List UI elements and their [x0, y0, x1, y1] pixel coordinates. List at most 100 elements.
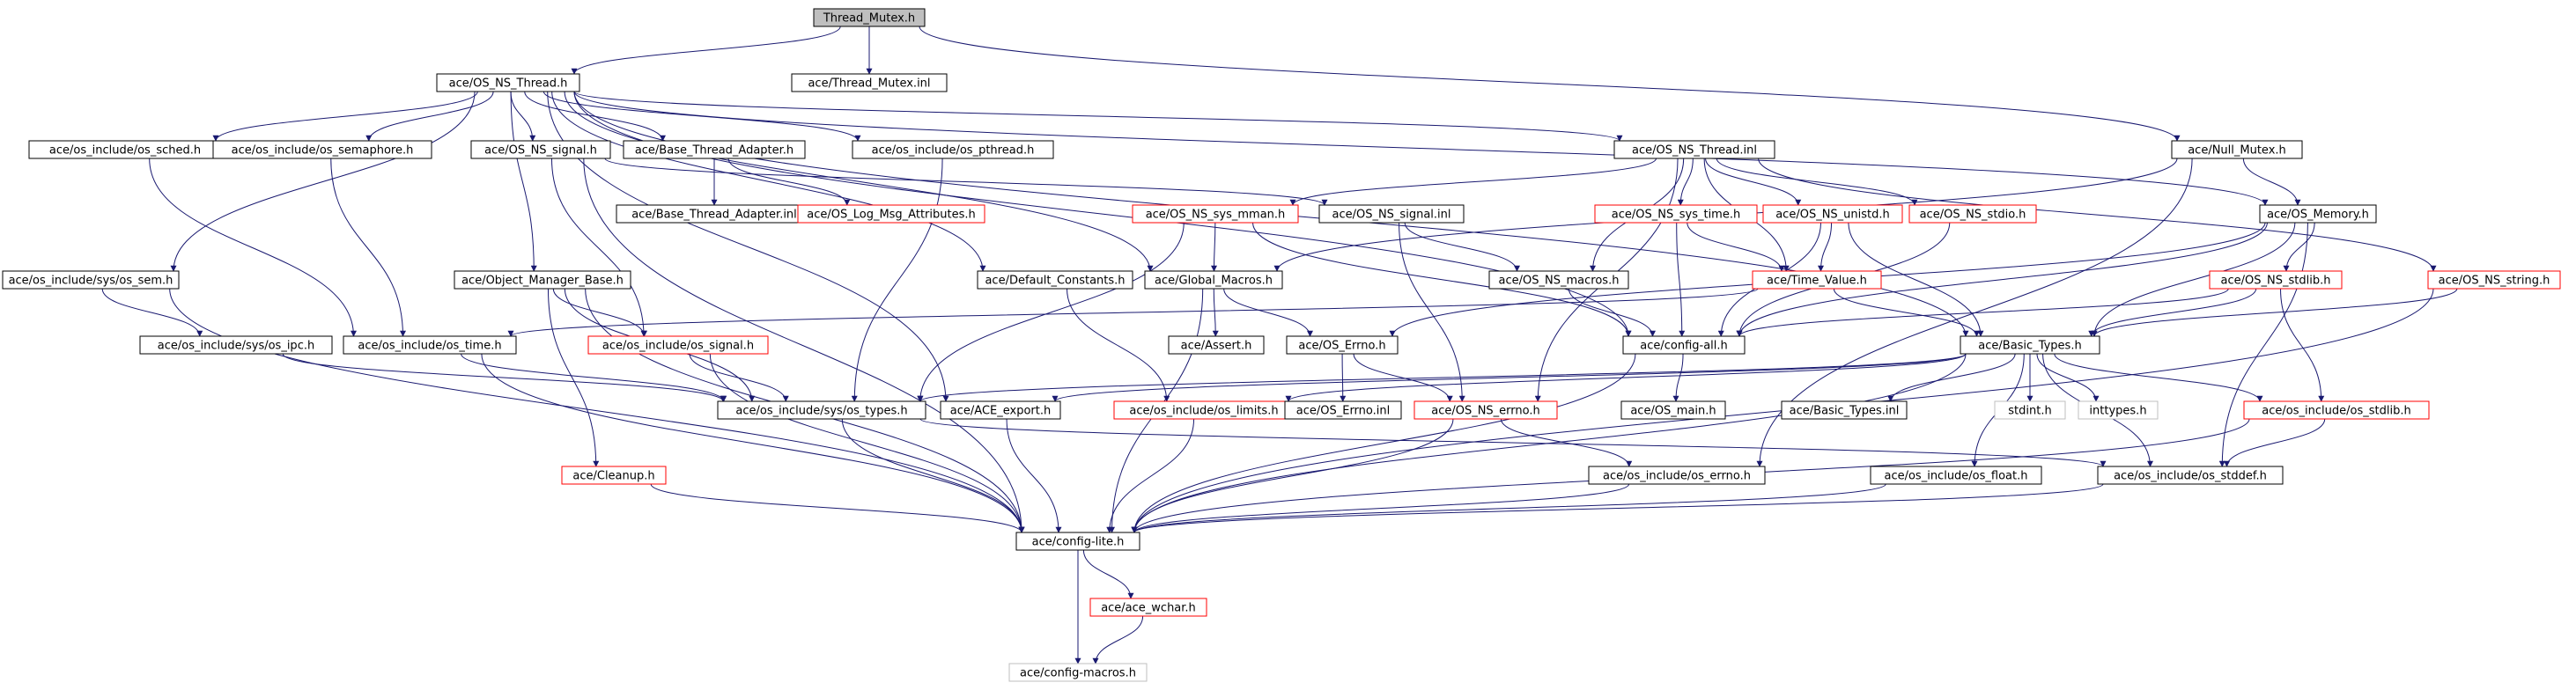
node-label: ace/Null_Mutex.h [2188, 144, 2286, 158]
node-os-sys-types-h[interactable]: ace/os_include/sys/os_types.h [717, 400, 926, 420]
node-thread-mutex-inl[interactable]: ace/Thread_Mutex.inl [791, 73, 948, 92]
node-os-errno-h[interactable]: ace/os_include/os_errno.h [1588, 466, 1766, 485]
node-box [1089, 598, 1207, 617]
edge-os_float_h-to-config_lite_h [1131, 483, 1886, 533]
node-box [1960, 335, 2100, 355]
edge-os_ns_unistd_h-to-basic_types_h [1848, 222, 1984, 337]
node-config-all-h[interactable]: ace/config-all.h [1622, 335, 1746, 355]
node-os-pthread-h[interactable]: ace/os_include/os_pthread.h [852, 140, 1054, 159]
node-os-stdlib-h[interactable]: ace/os_include/os_stdlib.h [2243, 400, 2430, 420]
node-label: ace/Assert.h [1181, 340, 1252, 353]
edge-os_sched_h-to-os_time_h [149, 158, 357, 337]
edge-os_errno_class_h-to-os_errno_inl [1340, 353, 1347, 402]
node-os-ns-macros-h[interactable]: ace/OS_NS_macros.h [1488, 270, 1629, 290]
node-box [813, 8, 926, 27]
node-box [1994, 400, 2066, 420]
node-basic-types-inl[interactable]: ace/Basic_Types.inl [1781, 400, 1908, 420]
edge-os_ns_signal_inl-to-os_ns_errno_h [1399, 222, 1465, 402]
node-label: ace/os_include/os_time.h [358, 340, 501, 353]
edge-os_ns_thread_h-to-os_ns_thread_inl [573, 91, 1623, 142]
node-os-time-h[interactable]: ace/os_include/os_time.h [343, 335, 517, 355]
node-label: Thread_Mutex.h [823, 12, 915, 26]
edge-os_memory_h-to-os_stddef_h [2218, 222, 2308, 467]
node-os-limits-h[interactable]: ace/os_include/os_limits.h [1113, 400, 1295, 420]
edge-os_ns_sys_mman_h-to-config_all_h [1252, 222, 1632, 337]
edge-basic_types_h-to-inttypes_h [2036, 353, 2100, 402]
edge-os_errno_h-to-config_lite_h [1131, 483, 1630, 533]
node-os-ns-errno-h[interactable]: ace/OS_NS_errno.h [1413, 400, 1558, 420]
node-os-log-msg-attributes-h[interactable]: ace/OS_Log_Msg_Attributes.h [797, 204, 985, 224]
node-box [1762, 204, 1903, 224]
node-label: ace/Object_Manager_Base.h [461, 275, 624, 288]
node-label: ace/Basic_Types.inl [1790, 405, 1900, 418]
edge-os_ns_stdlib_h-to-basic_types_h [2088, 288, 2257, 337]
node-os-sys-ipc-h[interactable]: ace/os_include/sys/os_ipc.h [139, 335, 333, 355]
node-box [1168, 335, 1265, 355]
node-ace-wchar-h[interactable]: ace/ace_wchar.h [1089, 598, 1207, 617]
node-default-constants-h[interactable]: ace/Default_Constants.h [977, 270, 1133, 290]
node-os-ns-signal-inl[interactable]: ace/OS_NS_signal.inl [1318, 204, 1465, 224]
node-os-ns-thread-h[interactable]: ace/OS_NS_Thread.h [436, 73, 580, 92]
node-os-sched-h[interactable]: ace/os_include/os_sched.h [28, 140, 222, 159]
node-label: ace/OS_NS_errno.h [1431, 405, 1540, 418]
node-os-main-h[interactable]: ace/OS_main.h [1620, 400, 1726, 420]
edge-os_ns_thread_inl-to-os_ns_sys_time_h [1677, 158, 1694, 206]
edge-os_pthread_h-to-os_sys_types_h [851, 158, 943, 402]
node-ace-export-h[interactable]: ace/ACE_export.h [940, 400, 1061, 420]
node-os-ns-thread-inl[interactable]: ace/OS_NS_Thread.inl [1613, 140, 1775, 159]
node-box [2078, 400, 2159, 420]
node-os-stddef-h[interactable]: ace/os_include/os_stddef.h [2097, 466, 2284, 485]
edge-os_ns_thread_h-to-base_thread_adapter_h [524, 91, 666, 142]
node-label: ace/OS_main.h [1630, 405, 1716, 418]
node-os-errno-inl[interactable]: ace/OS_Errno.inl [1284, 400, 1402, 420]
edge-basic_types_h-to-os_stdlib_h [2054, 353, 2263, 402]
node-os-memory-h[interactable]: ace/OS_Memory.h [2259, 204, 2377, 224]
edge-thread_mutex_h-to-os_ns_thread_h [571, 26, 841, 75]
node-label: ace/OS_Errno.inl [1296, 405, 1390, 418]
node-config-lite-h[interactable]: ace/config-lite.h [1015, 532, 1140, 551]
edge-config_all_h-to-os_main_h [1672, 353, 1684, 402]
edge-os_ns_signal_inl-to-os_ns_macros_h [1404, 222, 1520, 272]
edge-os_ns_thread_h-to-os_sys_sem_h [170, 91, 476, 272]
node-os-ns-signal-h[interactable]: ace/OS_NS_signal.h [470, 140, 611, 159]
edge-os_stddef_h-to-config_lite_h [1131, 483, 2104, 533]
node-object-manager-base-h[interactable]: ace/Object_Manager_Base.h [454, 270, 631, 290]
node-os-semaphore-h[interactable]: ace/os_include/os_semaphore.h [212, 140, 432, 159]
node-box [561, 466, 667, 485]
node-label: ace/OS_Memory.h [2267, 209, 2369, 222]
node-label: ace/OS_NS_Thread.inl [1632, 144, 1757, 158]
node-label: ace/Time_Value.h [1767, 275, 1867, 288]
node-os-ns-string-h[interactable]: ace/OS_NS_string.h [2427, 270, 2561, 290]
edge-config_lite_h-to-ace_wchar_h [1082, 549, 1134, 599]
node-os-float-h[interactable]: ace/os_include/os_float.h [1870, 466, 2042, 485]
node-os-ns-sys-time-h[interactable]: ace/OS_NS_sys_time.h [1594, 204, 1758, 224]
node-cleanup-h[interactable]: ace/Cleanup.h [561, 466, 667, 485]
node-box [1613, 140, 1775, 159]
node-os-signal-h[interactable]: ace/os_include/os_signal.h [587, 335, 769, 355]
node-assert-h[interactable]: ace/Assert.h [1168, 335, 1265, 355]
node-base-thread-adapter-inl[interactable]: ace/Base_Thread_Adapter.inl [616, 204, 813, 224]
node-time-value-h[interactable]: ace/Time_Value.h [1752, 270, 1882, 290]
node-box [1318, 204, 1465, 224]
edge-os_ns_thread_inl-to-os_ns_sys_mman_h [1289, 158, 1657, 206]
edge-cleanup_h-to-config_lite_h [650, 483, 1025, 533]
edge-os_sys_sem_h-to-os_sys_ipc_h [101, 288, 203, 337]
node-os-errno-class-h[interactable]: ace/OS_Errno.h [1286, 335, 1399, 355]
node-os-ns-stdlib-h[interactable]: ace/OS_NS_stdlib.h [2209, 270, 2343, 290]
edge-time_value_h-to-os_time_h [507, 288, 1759, 337]
node-basic-types-h[interactable]: ace/Basic_Types.h [1960, 335, 2100, 355]
node-null-mutex-h[interactable]: ace/Null_Mutex.h [2171, 140, 2303, 159]
edge-os_ns_thread_h-to-object_manager_base_h [510, 91, 537, 272]
node-os-ns-unistd-h[interactable]: ace/OS_NS_unistd.h [1762, 204, 1903, 224]
node-box [1781, 400, 1908, 420]
node-os-ns-stdio-h[interactable]: ace/OS_NS_stdio.h [1908, 204, 2037, 224]
node-box [1144, 270, 1283, 290]
node-base-thread-adapter-h[interactable]: ace/Base_Thread_Adapter.h [623, 140, 806, 159]
edge-os_ns_sys_time_h-to-config_all_h [1676, 222, 1686, 337]
edge-os_signal_h-to-os_sys_types_h [689, 353, 789, 402]
node-global-macros-h[interactable]: ace/Global_Macros.h [1144, 270, 1283, 290]
node-os-sys-sem-h[interactable]: ace/os_include/sys/os_sem.h [2, 270, 180, 290]
node-os-ns-sys-mman-h[interactable]: ace/OS_NS_sys_mman.h [1132, 204, 1299, 224]
edge-os_ns_thread_h-to-os_memory_h [573, 91, 2269, 206]
